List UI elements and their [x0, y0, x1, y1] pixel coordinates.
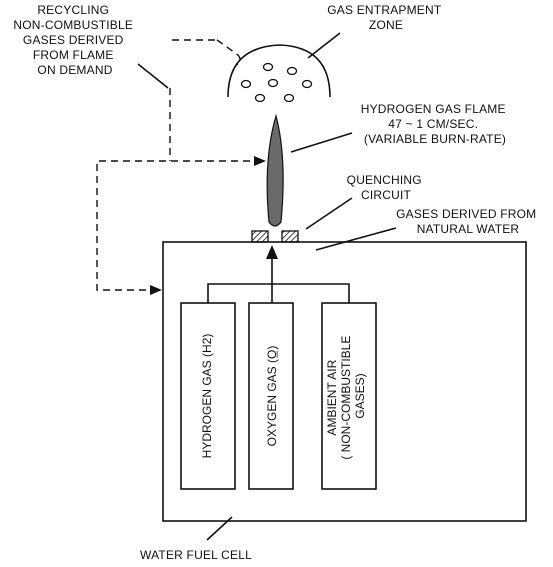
gas-entrapment-dome [227, 44, 331, 98]
quenching-leader-line [305, 197, 353, 230]
chamber-oxygen [248, 302, 294, 490]
gas-bubble [240, 79, 252, 89]
entrapment-leader-line [307, 32, 341, 59]
gases-derived-label: GASES DERIVED FROM NATURAL WATER [396, 207, 540, 236]
chamber-oxygen-label: OXYGEN GAS (O̲) [265, 346, 279, 447]
quenching-label: QUENCHING CIRCUIT [347, 173, 426, 202]
recycling-leader-line [137, 63, 169, 89]
gas-bubble [301, 79, 313, 89]
gas-bubble [267, 78, 279, 88]
hydrogen-flame [266, 113, 284, 227]
recycle-arrow-into-cell [150, 285, 162, 295]
flame-label: HYDROGEN GAS FLAME 47 ~ 1 CM/SEC. (VARIA… [361, 102, 510, 146]
gas-manifold [207, 283, 350, 303]
gas-bubble [254, 93, 266, 103]
quenching-block-right [281, 230, 299, 243]
gases-leader-line [315, 227, 397, 251]
quenching-block-left [251, 230, 269, 243]
gas-bubble [283, 93, 295, 103]
recycle-arrow-to-flame [254, 156, 266, 166]
water-fuel-cell-label: WATER FUEL CELL [140, 548, 252, 562]
gas-bubble [262, 62, 274, 72]
water-fuel-cell-box [162, 241, 527, 522]
flame-leader-line [290, 132, 353, 153]
recycle-dashed-loop [96, 160, 262, 291]
recycling-label: RECYCLING NON-COMBUSTIBLE GASES DERIVED … [13, 3, 136, 77]
gas-bubbles [240, 62, 313, 103]
chamber-hydrogen-label: HYDROGEN GAS (H2) [200, 334, 214, 459]
recycle-dashed-top [216, 39, 241, 66]
chamber-ambient-air-label: AMBIENT AIR ( NON-COMBUSTIBLE GASES) [325, 332, 367, 459]
gas-entrapment-label: GAS ENTRAPMENT ZONE [327, 3, 444, 32]
water-fuel-cell-leader-line [206, 516, 233, 541]
gas-output-arrow [266, 245, 278, 259]
gas-bubble [286, 66, 298, 76]
